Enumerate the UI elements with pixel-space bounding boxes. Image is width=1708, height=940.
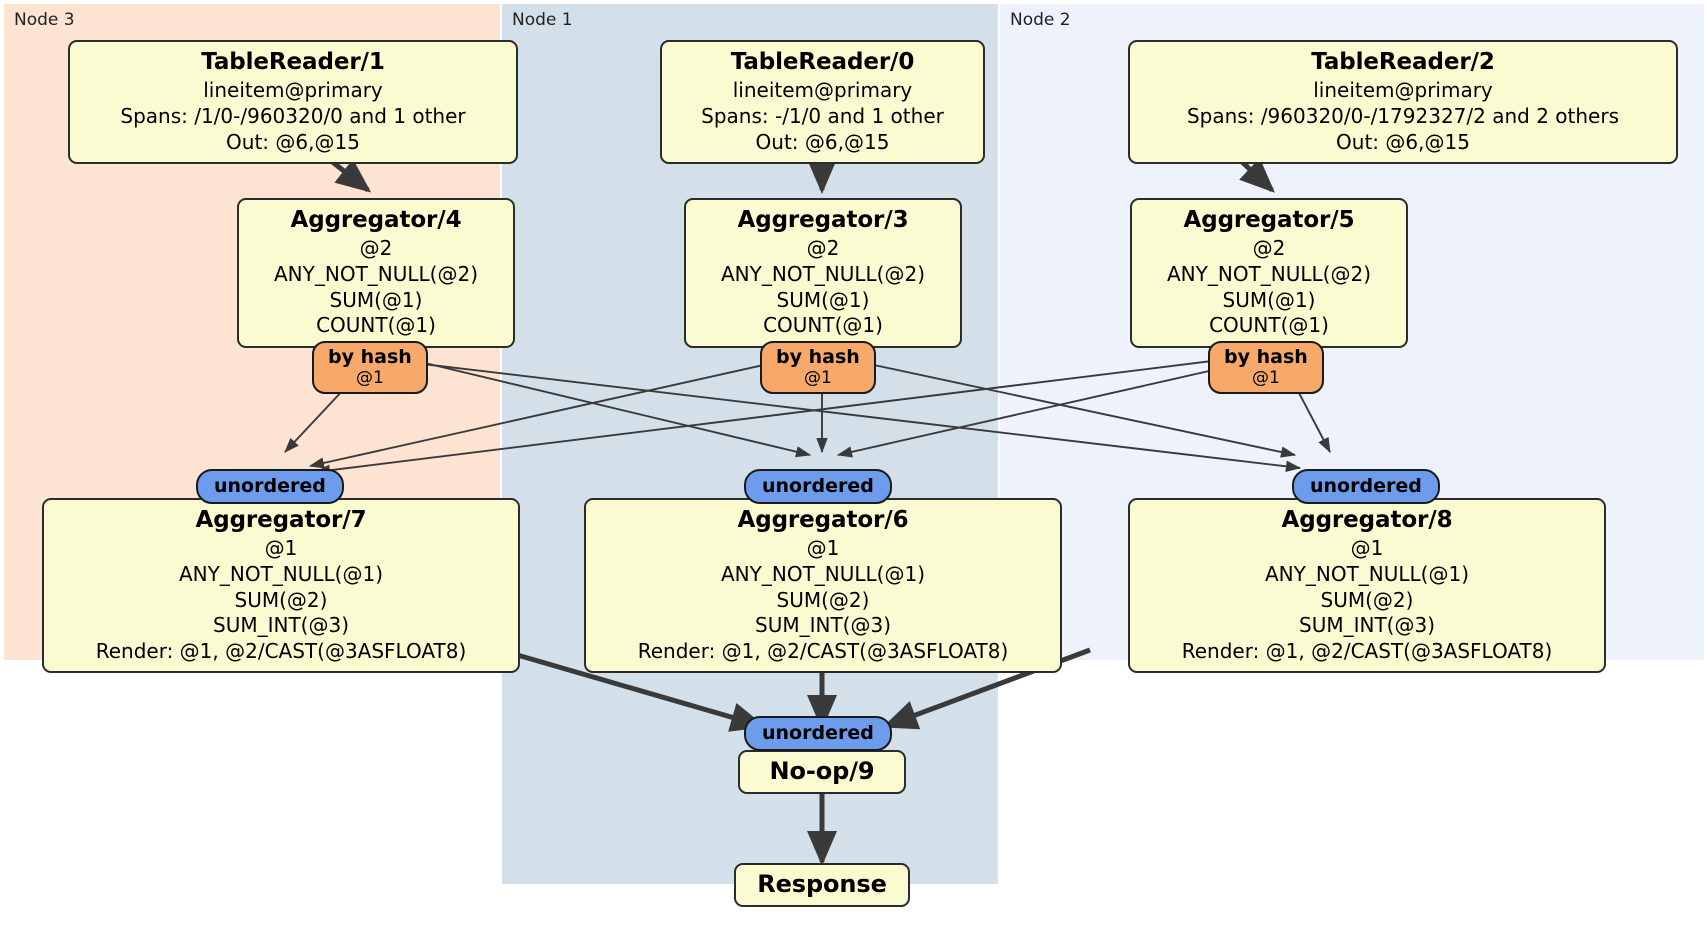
processor-table-reader-1[interactable]: TableReader/1 lineitem@primary Spans: /1… [68, 40, 518, 165]
processor-detail-line: @1 [806, 536, 840, 561]
processor-title: Aggregator/8 [1281, 507, 1453, 533]
processor-detail-line: SUM(@1) [329, 287, 423, 312]
processor-detail-line: SUM(@2) [1320, 587, 1414, 612]
processor-detail-line: @2 [359, 236, 393, 261]
processor-detail-line: Spans: /1/0-/960320/0 and 1 other [120, 104, 466, 129]
processor-title: TableReader/1 [201, 49, 385, 75]
router-column-label: @1 [355, 368, 384, 389]
processor-detail-line: ANY_NOT_NULL(@2) [721, 262, 925, 287]
processor-detail-line: @1 [1350, 536, 1384, 561]
processor-title: Aggregator/4 [290, 207, 462, 233]
router-kind-label: by hash [1224, 346, 1308, 368]
processor-detail-line: @1 [264, 536, 298, 561]
processor-detail-line: Render: @1, @2/CAST(@3ASFLOAT8) [637, 638, 1009, 663]
processor-title: Aggregator/3 [737, 207, 909, 233]
processor-aggregator-3[interactable]: Aggregator/3 @2 ANY_NOT_NULL(@2) SUM(@1)… [684, 198, 962, 348]
router-by-hash-left[interactable]: by hash @1 [312, 341, 428, 395]
processor-aggregator-6[interactable]: Aggregator/6 @1 ANY_NOT_NULL(@1) SUM(@2)… [584, 498, 1062, 674]
processor-detail-line: lineitem@primary [732, 78, 913, 103]
node-panel-label: Node 3 [14, 10, 75, 30]
processor-detail-line: Out: @6,@15 [1336, 129, 1470, 154]
processor-title: Response [757, 870, 887, 898]
processor-aggregator-5[interactable]: Aggregator/5 @2 ANY_NOT_NULL(@2) SUM(@1)… [1130, 198, 1408, 348]
router-column-label: @1 [803, 368, 832, 389]
router-kind-label: by hash [776, 346, 860, 368]
processor-detail-line: lineitem@primary [1313, 78, 1493, 103]
router-unordered-final[interactable]: unordered [744, 716, 892, 752]
processor-detail-line: ANY_NOT_NULL(@1) [179, 562, 383, 587]
processor-noop-9[interactable]: No-op/9 [738, 750, 906, 794]
router-kind-label: unordered [1310, 475, 1422, 497]
router-column-label: @1 [1251, 368, 1280, 389]
processor-detail-line: Out: @6,@15 [226, 129, 360, 154]
processor-detail-line: SUM(@2) [234, 587, 328, 612]
processor-title: Aggregator/5 [1183, 207, 1355, 233]
processor-aggregator-8[interactable]: Aggregator/8 @1 ANY_NOT_NULL(@1) SUM(@2)… [1128, 498, 1606, 674]
router-kind-label: unordered [214, 475, 326, 497]
processor-detail-line: COUNT(@1) [763, 313, 883, 338]
processor-title: Aggregator/7 [195, 507, 367, 533]
processor-detail-line: Spans: /960320/0-/1792327/2 and 2 others [1186, 104, 1619, 129]
router-unordered-center[interactable]: unordered [744, 469, 892, 505]
processor-title: TableReader/2 [1311, 49, 1495, 75]
router-kind-label: unordered [762, 475, 874, 497]
processor-title: No-op/9 [769, 757, 875, 785]
processor-title: TableReader/0 [730, 49, 915, 75]
node-panel-label: Node 2 [1010, 10, 1071, 30]
router-unordered-left[interactable]: unordered [196, 469, 344, 505]
processor-detail-line: ANY_NOT_NULL(@1) [1265, 562, 1469, 587]
processor-detail-line: Render: @1, @2/CAST(@3ASFLOAT8) [95, 638, 467, 663]
processor-aggregator-7[interactable]: Aggregator/7 @1 ANY_NOT_NULL(@1) SUM(@2)… [42, 498, 520, 674]
processor-detail-line: SUM(@1) [1222, 287, 1316, 312]
processor-detail-line: lineitem@primary [203, 78, 383, 103]
processor-detail-line: COUNT(@1) [316, 313, 436, 338]
processor-detail-line: Out: @6,@15 [755, 129, 890, 154]
processor-detail-line: Spans: -/1/0 and 1 other [701, 104, 944, 129]
processor-detail-line: SUM_INT(@3) [1299, 613, 1435, 638]
processor-table-reader-2[interactable]: TableReader/2 lineitem@primary Spans: /9… [1128, 40, 1678, 165]
processor-detail-line: @2 [1252, 236, 1286, 261]
processor-detail-line: ANY_NOT_NULL(@2) [274, 262, 478, 287]
processor-detail-line: ANY_NOT_NULL(@1) [721, 562, 925, 587]
router-unordered-right[interactable]: unordered [1292, 469, 1440, 505]
processor-response[interactable]: Response [734, 863, 910, 907]
node-panel-label: Node 1 [512, 10, 573, 30]
router-by-hash-right[interactable]: by hash @1 [1208, 341, 1324, 395]
processor-title: Aggregator/6 [737, 507, 909, 533]
router-kind-label: by hash [328, 346, 412, 368]
processor-detail-line: SUM_INT(@3) [755, 613, 891, 638]
processor-detail-line: ANY_NOT_NULL(@2) [1167, 262, 1371, 287]
processor-detail-line: SUM_INT(@3) [213, 613, 349, 638]
processor-detail-line: Render: @1, @2/CAST(@3ASFLOAT8) [1181, 638, 1553, 663]
router-kind-label: unordered [762, 722, 874, 744]
processor-detail-line: SUM(@1) [776, 287, 870, 312]
processor-detail-line: COUNT(@1) [1209, 313, 1329, 338]
processor-aggregator-4[interactable]: Aggregator/4 @2 ANY_NOT_NULL(@2) SUM(@1)… [237, 198, 515, 348]
processor-table-reader-0[interactable]: TableReader/0 lineitem@primary Spans: -/… [660, 40, 985, 165]
router-by-hash-center[interactable]: by hash @1 [760, 341, 876, 395]
processor-detail-line: SUM(@2) [776, 587, 870, 612]
processor-detail-line: @2 [806, 236, 840, 261]
